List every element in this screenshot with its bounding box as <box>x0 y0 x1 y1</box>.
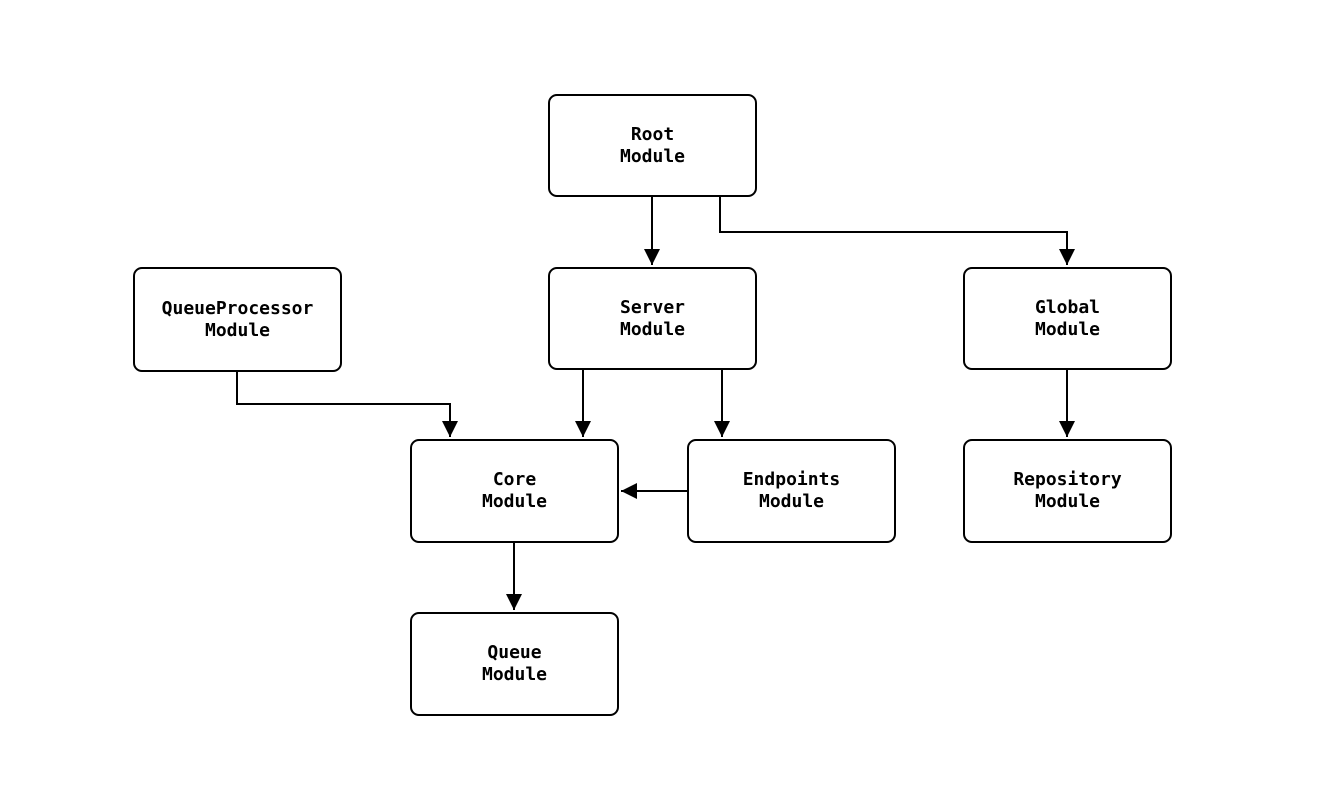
node-label-line1: QueueProcessor <box>161 297 314 319</box>
node-label-line1: Queue <box>487 642 542 663</box>
node-label-line2: Module <box>1034 318 1101 340</box>
node-label-line1: Server <box>619 296 686 318</box>
node-label-line2: Module <box>619 318 686 340</box>
node-label-line1: Endpoints <box>742 469 841 490</box>
node-label-line2: Module <box>481 491 548 512</box>
node-label-line1: Repository <box>1013 469 1122 490</box>
node-label-line1: Root <box>630 123 675 145</box>
node-label-line1: Global <box>1034 296 1101 318</box>
node-label-line2: Module <box>1034 491 1101 512</box>
node-label-line1: Core <box>492 469 537 490</box>
node-label-line2: Module <box>619 145 686 167</box>
edge-queueprocessor-to-core <box>236 372 458 437</box>
node-label-line2: Module <box>204 319 271 341</box>
node-label-line2: Module <box>758 491 825 512</box>
node-label-line2: Module <box>481 664 548 685</box>
edge-root-to-global <box>719 197 1075 265</box>
